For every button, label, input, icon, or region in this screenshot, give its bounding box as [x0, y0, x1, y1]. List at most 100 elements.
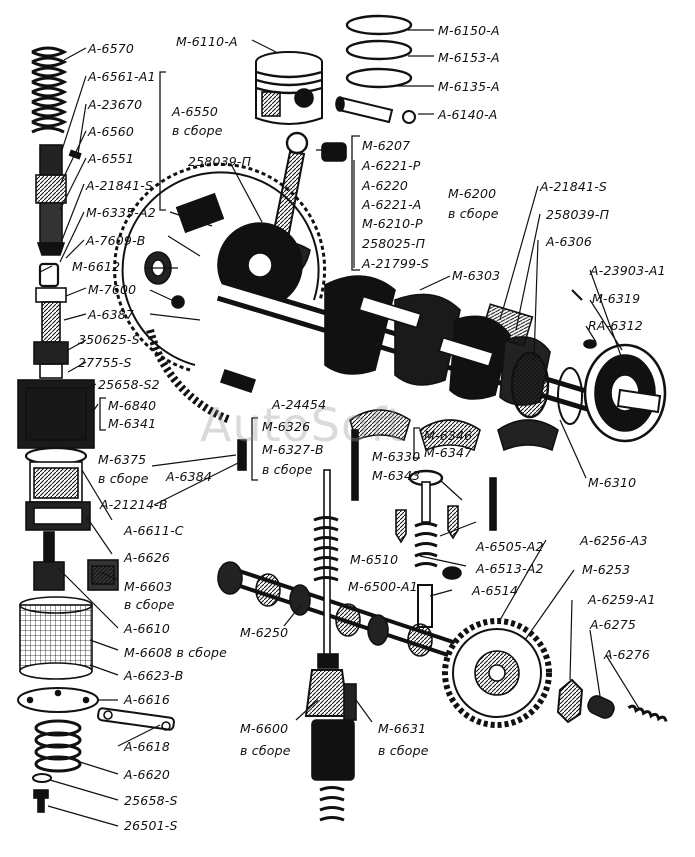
label-a6550-v-sbore: в сборе — [172, 123, 223, 138]
label-a24454: А-24454 — [272, 397, 327, 412]
label-25658-s2: 25658-S2 — [98, 377, 160, 392]
camshaft-m6250-drawing — [217, 561, 458, 659]
label-m6600-v-sbore: в сборе — [240, 743, 291, 758]
label-a6551: А-6551 — [88, 151, 135, 166]
label-a21214-b: А-21214-В — [100, 497, 168, 512]
label-a6616: А-6616 — [124, 692, 171, 707]
pump-gears-drawing — [33, 531, 119, 591]
label-a6514: А-6514 — [472, 583, 519, 598]
pump-body-drawing — [17, 379, 95, 531]
label-a6306: А-6306 — [546, 234, 593, 249]
label-m6341: М-6341 — [108, 416, 157, 431]
spring-a6570-drawing — [31, 46, 68, 134]
label-258039-p-top: 258039-П — [188, 154, 252, 169]
label-a6221-a: А-6221-А — [362, 197, 422, 212]
small-bearing-drawing — [144, 251, 185, 309]
label-m6310: М-6310 — [588, 475, 637, 490]
label-m6631: М-6631 — [378, 721, 427, 736]
label-26501-s: 26501-S — [124, 818, 178, 833]
clamp-a6618-drawing — [97, 707, 175, 731]
label-m6250: М-6250 — [240, 625, 289, 640]
label-m6608: М-6608 в сборе — [124, 645, 228, 660]
label-m6319: М-6319 — [592, 291, 641, 306]
camshaft-thrust-parts-drawing — [556, 678, 668, 724]
label-m6500-a1: М-6500-А1 — [348, 579, 418, 594]
watermark: AutoSoft — [200, 398, 406, 452]
label-m6335-a2: М-6335-А2 — [86, 205, 156, 220]
label-m6631-v-sbore: в сборе — [378, 743, 429, 758]
label-a6626: А-6626 — [124, 550, 171, 565]
gasket-a6616-drawing — [17, 687, 99, 713]
label-a6620: А-6620 — [124, 767, 171, 782]
label-m6327-b: М-6327-В — [262, 442, 324, 457]
label-m6343: М-6343 — [372, 468, 421, 483]
oil-screen-m6608-drawing — [19, 596, 93, 680]
label-m6200-v-sbore: в сборе — [448, 206, 499, 221]
label-a6256-a3: А-6256-А3 — [580, 533, 648, 548]
label-a6610: А-6610 — [124, 621, 171, 636]
label-a6259-a1: А-6259-А1 — [588, 592, 656, 607]
label-a6275: А-6275 — [590, 617, 637, 632]
label-a6560: А-6560 — [88, 124, 135, 139]
pulley-m6310-drawing — [583, 343, 667, 443]
label-a21841-s-right: А-21841-S — [540, 179, 608, 194]
label-a6623-b: А-6623-В — [124, 668, 184, 683]
distributor-drive-drawing — [304, 469, 357, 822]
label-m6200: М-6200 — [448, 186, 497, 201]
label-a6384: А-6384 — [166, 469, 213, 484]
label-a6505-a2: А-6505-А2 — [476, 539, 544, 554]
label-m6303: М-6303 — [452, 268, 501, 283]
label-a23670: А-23670 — [88, 97, 143, 112]
piston-m6110-drawing — [255, 51, 323, 125]
label-350625-s: 350625-S — [78, 332, 140, 347]
drive-gear-a6561-drawing — [35, 144, 82, 256]
label-a6550: А-6550 — [172, 104, 219, 119]
label-m6153-a: М-6153-А — [438, 50, 500, 65]
label-m6207: М-6207 — [362, 138, 411, 153]
label-m6326: М-6326 — [262, 419, 311, 434]
label-a6221-p: А-6221-Р — [362, 158, 421, 173]
label-m6210-p: М-6210-Р — [362, 216, 423, 231]
label-m6150-a: М-6150-А — [438, 23, 500, 38]
label-a23903-a1: А-23903-А1 — [590, 263, 666, 278]
label-a6220: А-6220 — [362, 178, 409, 193]
label-m6510: М-6510 — [350, 552, 399, 567]
label-258039-p-right: 258039-П — [546, 207, 610, 222]
label-m6603-v-sbore: в сборе — [124, 597, 175, 612]
leader-lines — [39, 29, 641, 827]
spring-a6620-drawing — [34, 719, 82, 773]
label-m6135-a: М-6135-А — [438, 79, 500, 94]
crankshaft-m6303-drawing — [216, 275, 624, 421]
label-ra6312: RА-6312 — [588, 318, 643, 333]
piston-rings-drawing — [345, 14, 413, 89]
label-m6346: М-6346 — [424, 428, 473, 443]
oil-pump-shaft-drawing — [33, 287, 69, 379]
washer-and-bolt-drawing — [32, 773, 52, 813]
label-a6611-c: А-6611-С — [124, 523, 184, 538]
label-a6618: А-6618 — [124, 739, 171, 754]
label-258025-p: 258025-П — [362, 236, 426, 251]
label-m6347: М-6347 — [424, 445, 473, 460]
label-a6570: А-6570 — [88, 41, 135, 56]
key-and-bolt-drawing — [571, 289, 597, 349]
label-m6600: М-6600 — [240, 721, 289, 736]
label-m6327-v-sbore: в сборе — [262, 462, 313, 477]
label-a21841-s-left: А-21841-S — [86, 178, 154, 193]
label-a6140-a: А-6140-А — [438, 107, 498, 122]
label-m6612: М-6612 — [72, 259, 121, 274]
label-a21799-s: А-21799-S — [362, 256, 430, 271]
label-m6110-a: М-6110-А — [176, 34, 238, 49]
label-m6840: М-6840 — [108, 398, 157, 413]
label-m6330: М-6330 — [372, 449, 421, 464]
label-a6387: А-6387 — [88, 307, 135, 322]
label-a6561-a1: А-6561-А1 — [88, 69, 156, 84]
valve-and-spring-drawing — [395, 469, 462, 628]
crank-sprocket-drawing — [510, 351, 583, 425]
label-brackets — [99, 71, 420, 481]
label-m6603: М-6603 — [124, 579, 173, 594]
label-a7609-b: А-7609-В — [86, 233, 146, 248]
label-25658-s: 25658-S — [124, 793, 178, 808]
label-m6375-v-sbore: в сборе — [98, 471, 149, 486]
